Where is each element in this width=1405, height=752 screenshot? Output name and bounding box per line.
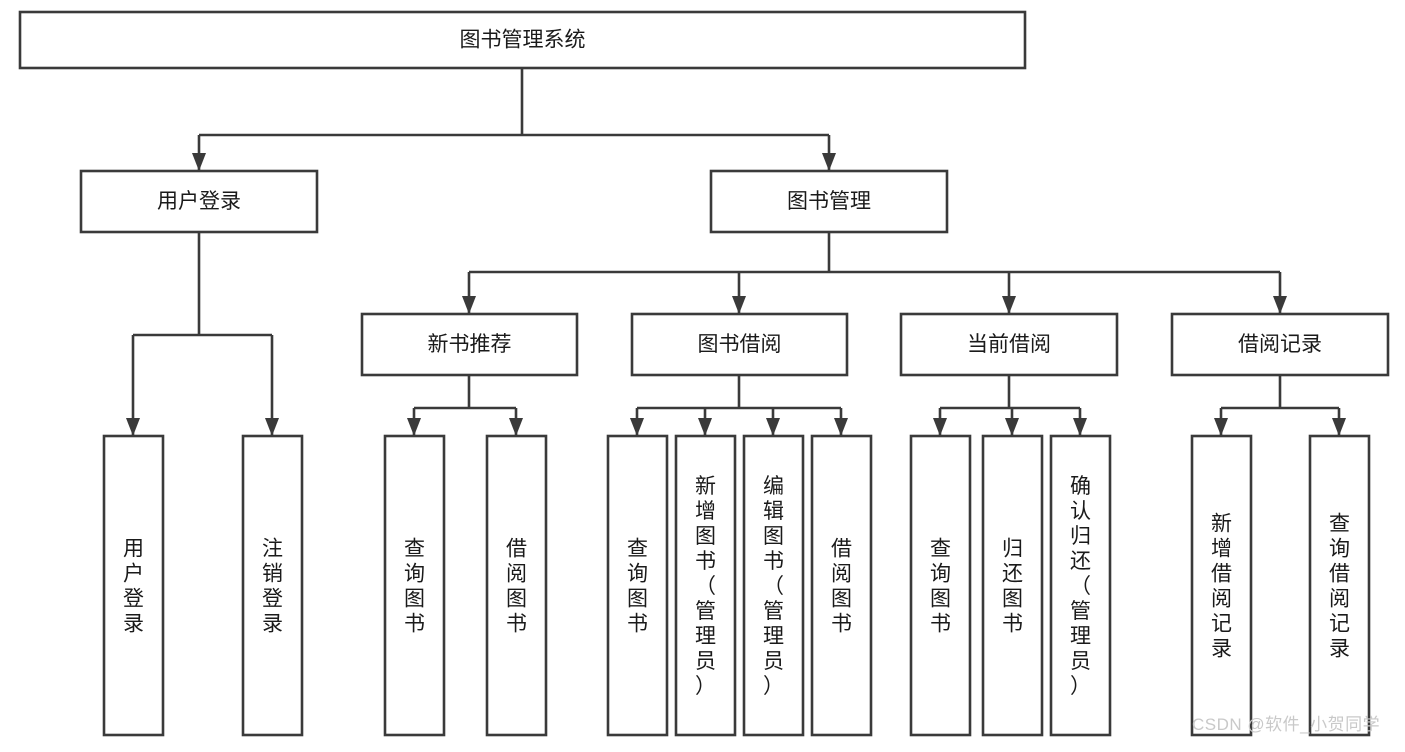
node-leaf-query-book-1[interactable]: 查询图书 [383,434,446,737]
node-leaf-add-book[interactable]: 新增图书（管理员） [674,434,737,737]
connector-conn-current-borrow [933,375,1087,436]
connector-conn-root [192,68,836,171]
node-label: 查询图书 [930,538,951,636]
connector-conn-user-login [126,232,279,436]
node-label: 查询借阅记录 [1329,513,1350,661]
node-label: 借阅图书 [506,538,527,636]
node-new-book-recommend[interactable]: 新书推荐 [360,312,579,377]
node-label: 编辑图书（管理员） [763,475,784,698]
connector-layer [126,68,1346,436]
node-label: 新增借阅记录 [1211,513,1232,661]
node-label: 当前借阅 [967,333,1051,356]
node-leaf-query-book-2[interactable]: 查询图书 [606,434,669,737]
node-leaf-borrow-book-1[interactable]: 借阅图书 [485,434,548,737]
connector-conn-book-management [462,232,1287,314]
connector-conn-book-borrow [630,375,848,436]
node-label: 用户登录 [157,190,241,213]
node-leaf-add-record[interactable]: 新增借阅记录 [1190,434,1253,737]
node-borrow-record[interactable]: 借阅记录 [1170,312,1390,377]
node-leaf-query-record[interactable]: 查询借阅记录 [1308,434,1371,737]
node-leaf-user-login[interactable]: 用户登录 [102,434,165,737]
node-label: 注销登录 [262,538,283,636]
node-label: 确认归还（管理员） [1070,475,1091,698]
node-label: 新书推荐 [428,333,512,356]
node-leaf-confirm-return[interactable]: 确认归还（管理员） [1049,434,1112,737]
node-label: 借阅图书 [831,538,852,636]
node-label: 借阅记录 [1238,333,1322,356]
node-label: 查询图书 [627,538,648,636]
node-book-borrow[interactable]: 图书借阅 [630,312,849,377]
node-current-borrow[interactable]: 当前借阅 [899,312,1119,377]
node-user-login[interactable]: 用户登录 [79,169,319,234]
connector-conn-new-book-recommend [407,375,523,436]
node-layer: 图书管理系统用户登录图书管理新书推荐图书借阅当前借阅借阅记录用户登录注销登录查询… [18,10,1390,737]
node-book-management[interactable]: 图书管理 [709,169,949,234]
node-leaf-edit-book[interactable]: 编辑图书（管理员） [742,434,805,737]
node-root[interactable]: 图书管理系统 [18,10,1027,70]
node-label: 图书借阅 [698,333,782,356]
node-label: 查询图书 [404,538,425,636]
node-label: 归还图书 [1002,538,1023,636]
node-label: 图书管理系统 [460,29,586,52]
connector-conn-borrow-record [1214,375,1346,436]
node-label: 新增图书（管理员） [695,475,716,698]
node-leaf-query-book-3[interactable]: 查询图书 [909,434,972,737]
csdn-watermark: CSDN @软件_小贺同学 [1192,715,1380,734]
node-label: 图书管理 [787,190,871,213]
node-leaf-return-book[interactable]: 归还图书 [981,434,1044,737]
node-leaf-borrow-book-2[interactable]: 借阅图书 [810,434,873,737]
node-leaf-logout[interactable]: 注销登录 [241,434,304,737]
node-label: 用户登录 [123,538,144,636]
